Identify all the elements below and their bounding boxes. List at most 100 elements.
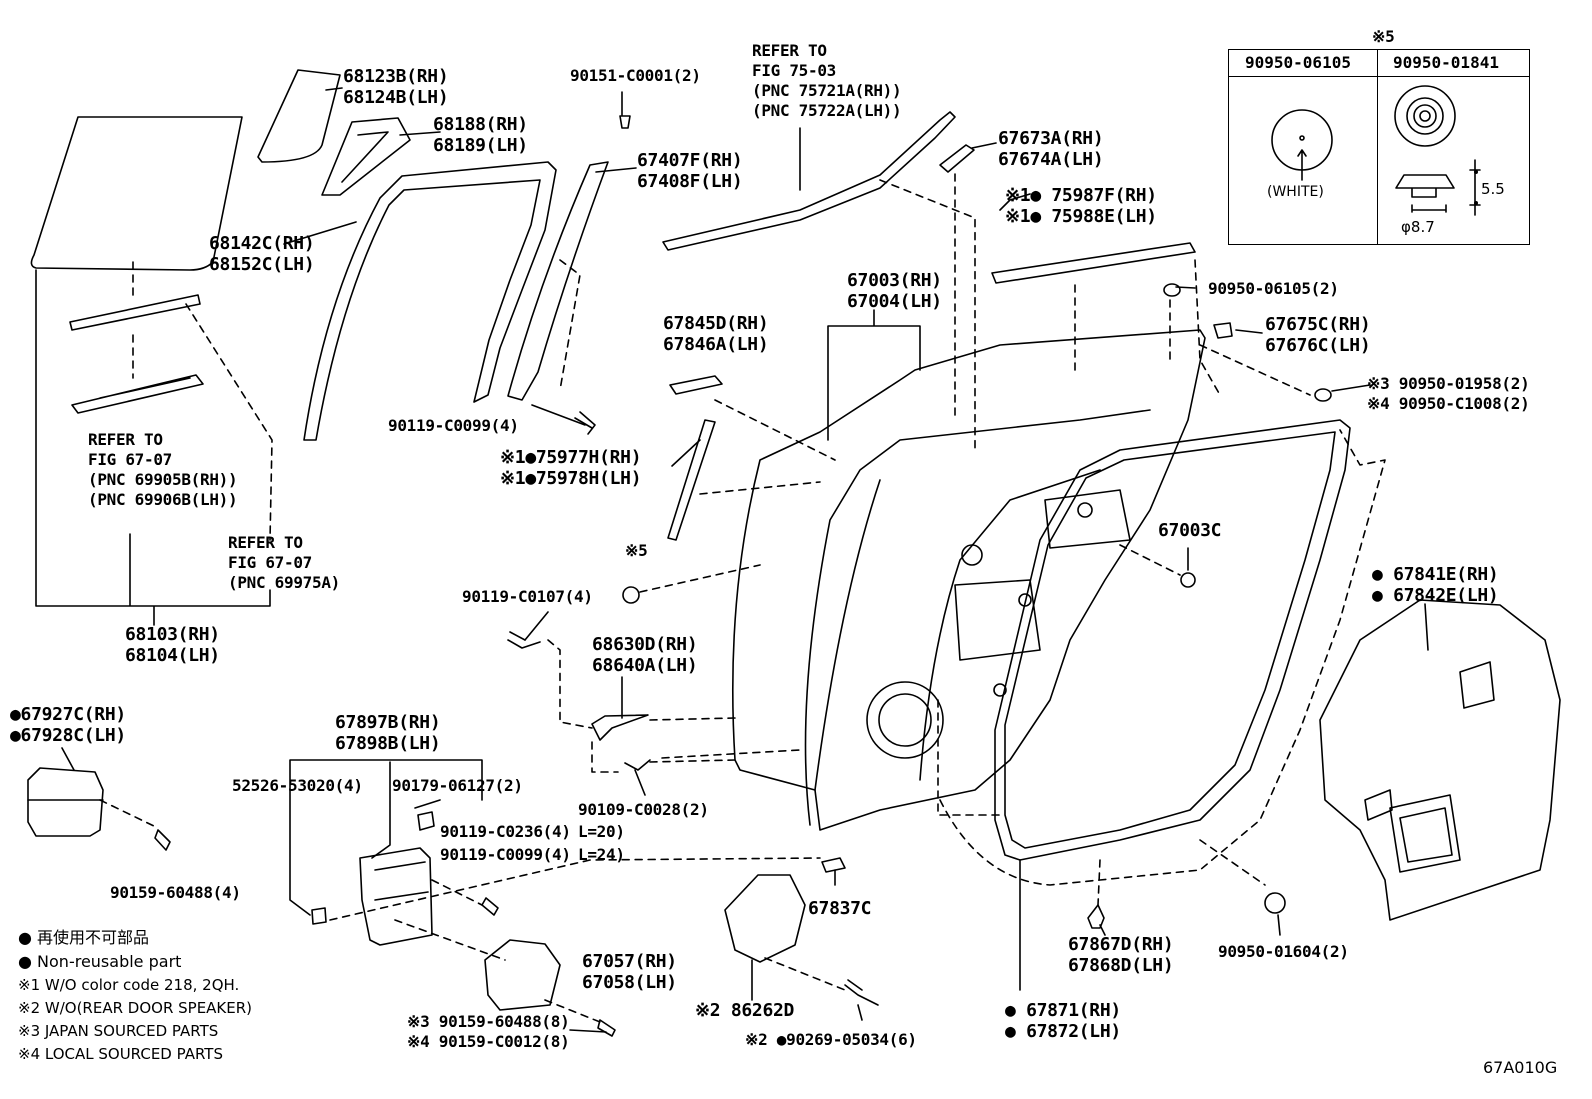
label-90151: 90151-C0001(2): [570, 66, 701, 85]
frame-garnish-small: [939, 144, 975, 173]
label-length-20: L=20): [578, 822, 625, 841]
quarter-glass-weatherstrip: [321, 117, 411, 196]
door-check: [591, 714, 649, 741]
grommet-01841-section: [1395, 174, 1455, 198]
label-67897: 67897B(RH) 67898B(LH): [335, 712, 441, 754]
door-trim-bracket: [359, 847, 433, 946]
door-glass: [30, 116, 243, 271]
label-67867: 67867D(RH) 67868D(LH): [1068, 934, 1174, 976]
label-90950-06105: 90950-06105(2): [1208, 279, 1339, 298]
label-90950-01958: ※3 90950-01958(2) ※4 90950-C1008(2): [1367, 374, 1530, 413]
inner-weatherstrip: [71, 374, 204, 414]
clip-90179: [417, 811, 435, 831]
label-67003c: 67003C: [1158, 520, 1222, 541]
label-67871: ● 67871(RH) ● 67872(LH): [1005, 1000, 1121, 1042]
label-90179: 90179-06127(2): [392, 776, 523, 795]
frame-bracket: [669, 375, 723, 395]
belt-weatherstrip: [69, 294, 201, 331]
legend-line-5: ※3 JAPAN SOURCED PARTS: [18, 1022, 219, 1040]
bolt-90159-8: [597, 1019, 616, 1037]
grommet-dim-height: 5.5: [1481, 180, 1505, 198]
rear-lower-channel: [507, 161, 609, 401]
hole-plug-bottom: [1264, 892, 1286, 914]
hole-plug-small: [1163, 283, 1181, 297]
label-67673: 67673A(RH) 67674A(LH): [998, 128, 1104, 170]
grommet-col-1: 90950-06105: [1245, 53, 1351, 72]
run-channel: [303, 161, 557, 441]
label-67927: ●67927C(RH) ●67928C(LH): [10, 704, 126, 746]
clip-90269: [844, 979, 879, 1006]
armrest-base: [484, 939, 561, 1011]
grommet-white-note: (WHITE): [1267, 184, 1324, 200]
frame-moulding: [662, 111, 956, 251]
label-68103: 68103(RH) 68104(LH): [125, 624, 220, 666]
grommet-table-header: [1229, 50, 1529, 77]
clip-52526: [311, 907, 327, 925]
label-90159-set: ※3 90159-60488(8) ※4 90159-C0012(8): [407, 1012, 570, 1051]
label-75977: ※1●75977H(RH) ※1●75978H(LH): [500, 447, 642, 489]
pillar-garnish: [667, 419, 716, 541]
label-52526: 52526-53020(4): [232, 776, 363, 795]
stopper-clip: [1213, 322, 1233, 339]
hole-plug-marked-5: [622, 586, 640, 604]
grommet-01841-drawing: [1394, 85, 1456, 147]
figure-code: 67A010G: [1483, 1058, 1558, 1077]
label-90119-c0099-top: 90119-C0099(4): [388, 416, 519, 435]
label-68142: 68142C(RH) 68152C(LH): [209, 233, 315, 275]
label-note5-mark: ※5: [625, 541, 648, 560]
bolt-90119-trim: [481, 897, 499, 916]
legend-line-2: ● Non-reusable part: [18, 952, 182, 971]
label-refer-75-03: REFER TO FIG 75-03 (PNC 75721A(RH)) (PNC…: [752, 41, 902, 120]
label-75987: ※1● 75987F(RH) ※1● 75988E(LH): [1005, 185, 1157, 227]
label-90109: 90109-C0028(2): [578, 800, 709, 819]
rear-door-panel: [731, 329, 1206, 831]
label-68123: 68123B(RH) 68124B(LH): [343, 66, 449, 108]
speaker-cover: [724, 874, 806, 963]
label-refer-67-07-b: REFER TO FIG 67-07 (PNC 69975A): [228, 533, 340, 592]
label-67407: 67407F(RH) 67408F(LH): [637, 150, 743, 192]
label-67841: ● 67841E(RH) ● 67842E(LH): [1372, 564, 1499, 606]
label-67003: 67003(RH) 67004(LH): [847, 270, 942, 312]
hole-plug-rear: [1314, 388, 1332, 402]
bolt-90159-4: [154, 829, 171, 851]
quarter-glass: [257, 69, 341, 163]
label-90950-01604: 90950-01604(2): [1218, 942, 1349, 961]
label-90119-c0099-b: 90119-C0099(4): [440, 845, 571, 864]
body-opening-outline: [939, 429, 1386, 886]
label-86262: ※2 86262D: [695, 1000, 795, 1021]
grommet-col-2: 90950-01841: [1393, 53, 1499, 72]
label-90119-c0236: 90119-C0236(4): [440, 822, 571, 841]
label-67837c: 67837C: [808, 898, 872, 919]
clip-67867: [1087, 904, 1105, 929]
label-90159-60488: 90159-60488(4): [110, 883, 241, 902]
door-weatherstrip: [994, 419, 1351, 861]
label-refer-67-07-a: REFER TO FIG 67-07 (PNC 69905B(RH)) (PNC…: [88, 430, 238, 509]
service-hole-cover: [1319, 599, 1561, 921]
grommet-table-divider: [1377, 50, 1378, 244]
belt-moulding: [991, 242, 1196, 284]
bolt-90109: [624, 759, 651, 771]
label-90119-c0107: 90119-C0107(4): [462, 587, 593, 606]
legend-line-1: ● 再使用不可部品: [18, 928, 150, 947]
label-length-24: L=24): [578, 845, 625, 864]
legend-line-3: ※1 W/O color code 218, 2QH.: [18, 976, 240, 994]
grommet-dim-diameter: φ8.7: [1401, 218, 1435, 236]
label-67845: 67845D(RH) 67846A(LH): [663, 313, 769, 355]
trim-pad-cover: [27, 767, 104, 837]
label-90269: ※2 ●90269-05034(6): [745, 1030, 917, 1049]
label-67057: 67057(RH) 67058(LH): [582, 951, 677, 993]
bolt-90119-c0099: [574, 411, 596, 435]
grommet-67837c: [821, 857, 846, 873]
bolt-90119-c0107: [507, 631, 541, 649]
label-68188: 68188(RH) 68189(LH): [433, 114, 528, 156]
legend: ● 再使用不可部品 ● Non-reusable part ※1 W/O col…: [18, 926, 252, 1066]
screw-90151: [619, 115, 631, 129]
label-67675: 67675C(RH) 67676C(LH): [1265, 314, 1371, 356]
label-68630: 68630D(RH) 68640A(LH): [592, 634, 698, 676]
legend-line-4: ※2 W/O(REAR DOOR SPEAKER): [18, 999, 253, 1017]
bolt-67003c: [1180, 572, 1196, 588]
grommet-table: 90950-06105 90950-01841 (WHITE) 5.5 φ8.7: [1228, 49, 1530, 245]
legend-line-6: ※4 LOCAL SOURCED PARTS: [18, 1045, 223, 1063]
grommet-table-mark: ※5: [1372, 27, 1395, 46]
